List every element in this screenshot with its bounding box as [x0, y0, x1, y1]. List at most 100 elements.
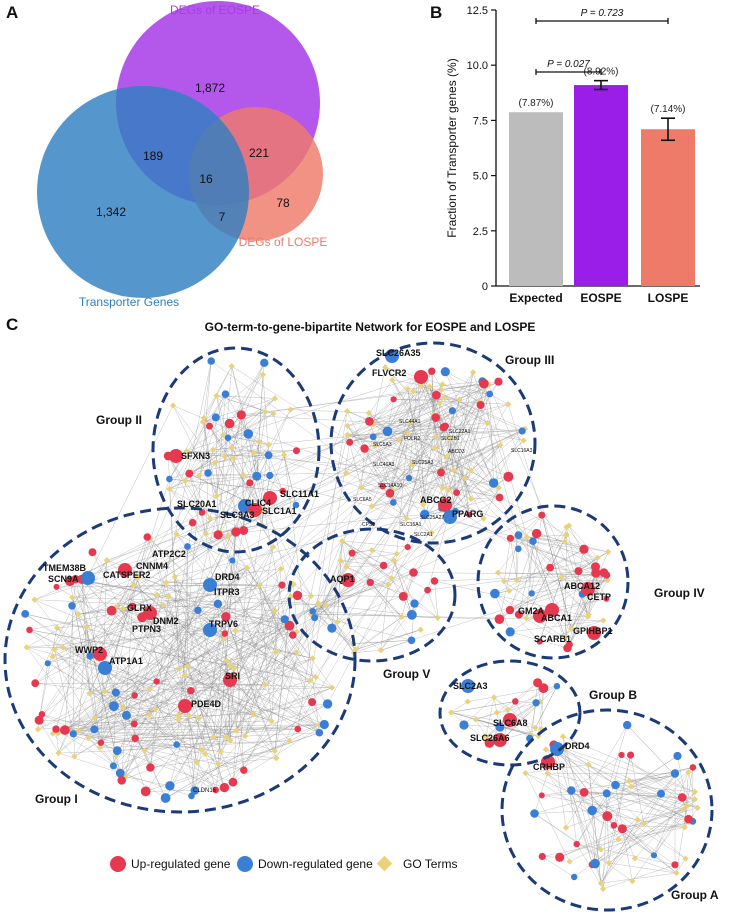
network-legend: Up-regulated gene Down-regulated gene GO… [110, 855, 457, 872]
go-term-node [146, 711, 153, 719]
down-regulated-node [567, 786, 576, 795]
up-regulated-node [52, 725, 60, 733]
group-v-outline [287, 527, 457, 663]
go-term-node [434, 614, 441, 622]
up-regulated-node [505, 605, 515, 615]
down-regulated-node [112, 746, 122, 756]
go-term-node [450, 467, 457, 474]
up-regulated-node [228, 777, 238, 787]
go-term-node [220, 432, 227, 439]
down-regulated-node [160, 793, 171, 803]
go-term-node [426, 383, 433, 390]
go-term-node [271, 747, 278, 755]
go-term-node [223, 734, 230, 741]
up-regulated-node [219, 782, 230, 793]
group-iv-outline [476, 504, 630, 660]
label-sri: SRI [225, 671, 240, 681]
down-regulated-node [213, 599, 223, 608]
go-term-node [130, 582, 138, 589]
go-term-node [563, 524, 570, 531]
up-regulated-node [26, 626, 33, 634]
label-slc15a1: SLC15A1 [400, 522, 422, 528]
up-regulated-node [279, 487, 287, 495]
go-term-node [682, 855, 689, 862]
go-term-node [631, 855, 638, 862]
legend-go-swatch [376, 855, 393, 872]
up-regulated-node [533, 678, 543, 688]
up-regulated-node [178, 699, 192, 713]
up-regulated-node [169, 449, 183, 463]
down-regulated-node [166, 475, 173, 483]
up-regulated-node [599, 568, 609, 578]
go-term-node [561, 538, 568, 545]
go-term-node [343, 563, 350, 570]
up-regulated-node [223, 673, 237, 687]
venn-set-label-losspe: DEGs of LOSPE [239, 235, 328, 249]
up-regulated-node [236, 410, 246, 420]
venn-region-eospe-losspe: 221 [249, 146, 269, 160]
up-regulated-node [117, 776, 126, 785]
up-regulated-node [263, 491, 277, 505]
bar-value-label: (7.87%) [518, 98, 553, 109]
up-regulated-node [453, 489, 460, 496]
up-regulated-node [292, 590, 303, 601]
up-regulated-node [538, 792, 545, 799]
up-regulated-node [348, 549, 356, 557]
go-term-node [680, 806, 687, 813]
label-cetp: CETP [587, 592, 611, 602]
up-regulated-node [131, 734, 139, 743]
up-regulated-node [143, 606, 157, 620]
up-regulated-node [130, 720, 138, 728]
go-term-node [209, 446, 217, 453]
down-regulated-node [98, 661, 112, 675]
up-regulated-node [390, 396, 397, 403]
label-pparg: PPARG [452, 509, 483, 519]
label-cldn16: CLDN16 [193, 788, 217, 794]
go-term-node [250, 711, 257, 718]
label-abcg2: ABCG2 [420, 495, 452, 505]
go-term-node [482, 733, 490, 740]
up-regulated-node [143, 533, 152, 541]
venn-circle-transporter [37, 86, 249, 298]
go-term-node [221, 453, 229, 460]
group-labels: Group I Group II Group III Group IV Grou… [35, 353, 719, 902]
y-ticks: 02.55.07.510.012.5 [467, 5, 496, 293]
go-term-node [343, 407, 351, 415]
comparison-p-value: P = 0.723 [581, 8, 624, 19]
down-regulated-node [207, 357, 215, 365]
up-regulated-node [293, 447, 300, 455]
up-regulated-node [538, 852, 546, 861]
down-regulated-node [203, 623, 217, 637]
up-regulated-node [366, 578, 374, 587]
up-regulated-node [224, 418, 235, 429]
go-term-node [368, 547, 375, 554]
down-regulated-node [571, 873, 578, 881]
down-regulated-node [505, 627, 515, 637]
x-tick-label: EOSPE [580, 291, 621, 305]
down-regulated-node [369, 433, 377, 441]
go-term-node [441, 394, 448, 401]
go-term-node [432, 434, 440, 441]
go-term-node [196, 472, 203, 479]
down-regulated-node [109, 762, 117, 770]
up-regulated-node [591, 568, 601, 578]
gene-nodes [21, 349, 697, 881]
up-regulated-node [466, 511, 473, 518]
go-term-node [629, 878, 636, 885]
go-term-node [407, 418, 414, 426]
y-tick-label: 2.5 [473, 226, 488, 238]
label-clic4: CLIC4 [245, 498, 271, 508]
go-term-node [409, 461, 416, 468]
go-term-node [544, 770, 551, 777]
up-regulated-node [439, 423, 448, 432]
down-regulated-node [194, 606, 202, 614]
up-regulated-node [221, 612, 231, 622]
go-term-node [558, 573, 565, 581]
go-term-node [490, 694, 498, 701]
go-term-node [439, 381, 446, 388]
up-regulated-node [188, 518, 197, 527]
down-regulated-node [266, 471, 274, 480]
up-regulated-node [360, 444, 369, 453]
go-term-node [431, 444, 438, 452]
label-drd4-b: DRD4 [565, 741, 590, 751]
